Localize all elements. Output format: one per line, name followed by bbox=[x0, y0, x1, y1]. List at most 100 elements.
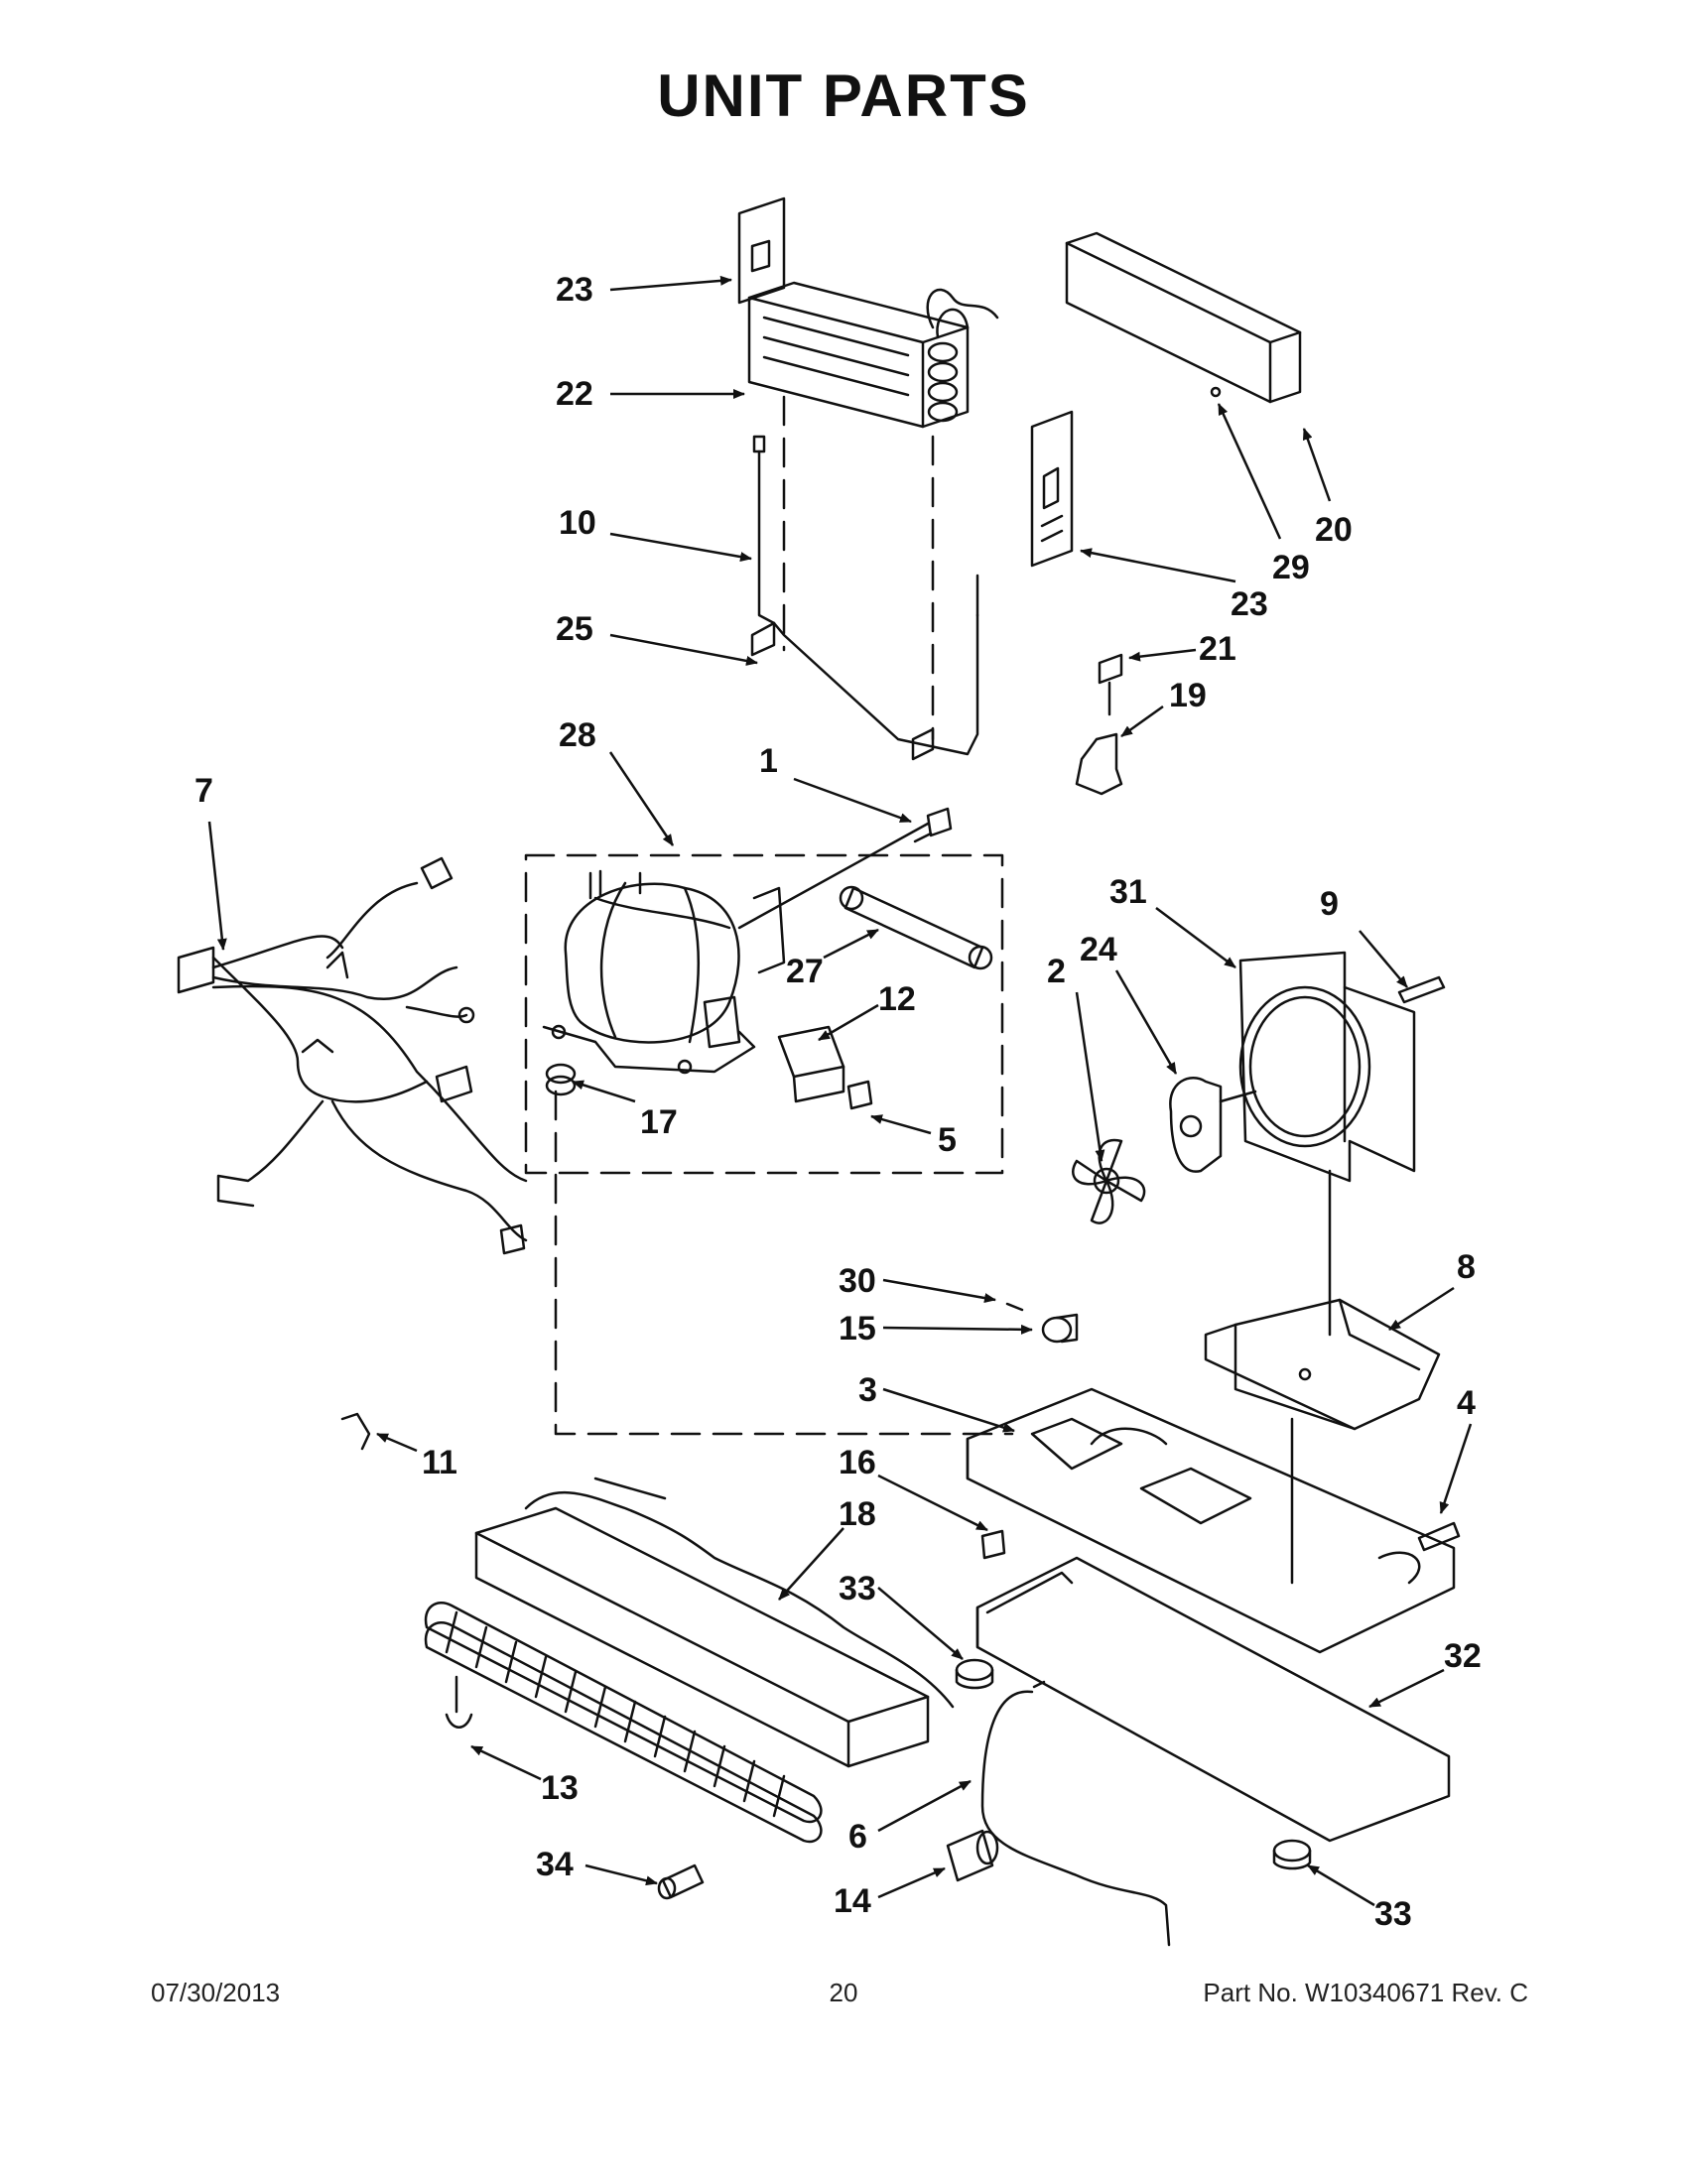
leader-arrow bbox=[778, 1527, 844, 1601]
foot-part bbox=[955, 1658, 994, 1690]
screw-part bbox=[1417, 1521, 1461, 1552]
callout-27: 27 bbox=[786, 953, 824, 990]
drier-part bbox=[839, 885, 993, 970]
fan-motor-part bbox=[1169, 1077, 1257, 1173]
leader-arrow bbox=[207, 821, 227, 951]
callout-7: 7 bbox=[195, 772, 213, 810]
leader-arrow bbox=[877, 1866, 946, 1899]
callout-23: 23 bbox=[556, 271, 593, 309]
base-bracket-part bbox=[1204, 1298, 1441, 1431]
leader-arrow bbox=[877, 1474, 988, 1532]
callout-3: 3 bbox=[858, 1371, 877, 1409]
callout-20: 20 bbox=[1315, 511, 1353, 549]
leader-arrow bbox=[470, 1744, 542, 1781]
callout-4: 4 bbox=[1457, 1384, 1476, 1422]
connector-part bbox=[1005, 1302, 1024, 1312]
leader-arrow bbox=[1120, 705, 1164, 738]
leader-arrow bbox=[1128, 648, 1197, 662]
drain-tube-part bbox=[1041, 1313, 1079, 1344]
leader-arrow bbox=[1217, 403, 1282, 540]
leader-arrow bbox=[823, 928, 879, 960]
callout-1: 1 bbox=[759, 742, 778, 780]
leader-arrow bbox=[1368, 1668, 1445, 1709]
relation-line bbox=[737, 822, 930, 930]
footer-part-number: Part No. W10340671 Rev. C bbox=[1203, 1978, 1528, 2007]
fan-cover-part bbox=[1065, 231, 1302, 404]
callout-29: 29 bbox=[1272, 549, 1310, 586]
callout-22: 22 bbox=[556, 375, 593, 413]
evaporator-part bbox=[737, 196, 999, 429]
compressor-part bbox=[542, 869, 786, 1075]
callout-17: 17 bbox=[640, 1103, 678, 1141]
leader-arrow bbox=[793, 777, 912, 824]
clip-part bbox=[445, 1675, 473, 1729]
dashed-relation-line bbox=[554, 1090, 1014, 1436]
footer-page-number: 20 bbox=[829, 1978, 858, 2007]
callout-23-right: 23 bbox=[1231, 585, 1268, 623]
callout-9: 9 bbox=[1320, 885, 1339, 923]
leader-arrow bbox=[1155, 907, 1236, 968]
callout-13: 13 bbox=[541, 1769, 579, 1807]
screw-part bbox=[980, 1529, 1006, 1560]
screw-part bbox=[1397, 975, 1446, 1004]
leader-arrow bbox=[877, 1587, 964, 1660]
callout-18: 18 bbox=[839, 1495, 876, 1533]
wire-harness-part bbox=[177, 856, 528, 1255]
grommet-part bbox=[545, 1063, 577, 1096]
leader-arrow bbox=[1359, 930, 1408, 988]
leader-arrow bbox=[584, 1863, 658, 1886]
partition-part bbox=[975, 1556, 1451, 1843]
fitting-part bbox=[657, 1863, 705, 1900]
leader-arrow bbox=[1388, 1286, 1455, 1332]
callout-30: 30 bbox=[839, 1262, 876, 1300]
callout-19: 19 bbox=[1169, 677, 1207, 714]
leader-arrow bbox=[572, 1080, 636, 1103]
leader-arrow bbox=[882, 1387, 1015, 1433]
callout-15: 15 bbox=[839, 1310, 876, 1348]
leader-arrow bbox=[609, 532, 752, 563]
leader-arrow bbox=[882, 1324, 1033, 1335]
screw-part bbox=[1098, 653, 1123, 716]
leader-arrow bbox=[376, 1432, 418, 1453]
leader-arrow bbox=[818, 1003, 879, 1042]
condenser-part bbox=[424, 1477, 955, 1844]
base-plate-part bbox=[966, 1387, 1456, 1654]
leader-arrow bbox=[608, 751, 675, 846]
drain-tube-part bbox=[980, 1680, 1171, 1947]
fan-blade-part bbox=[1072, 1138, 1146, 1224]
leader-arrow bbox=[877, 1779, 972, 1833]
plug-part bbox=[946, 1829, 999, 1882]
footer-date: 07/30/2013 bbox=[151, 1978, 281, 2007]
clip-part bbox=[340, 1412, 371, 1451]
callout-16: 16 bbox=[839, 1444, 876, 1481]
callout-33-bottom: 33 bbox=[1374, 1895, 1412, 1933]
leader-arrow bbox=[1075, 991, 1105, 1162]
leader-arrow bbox=[1307, 1863, 1375, 1907]
defrost-heater-part bbox=[750, 435, 979, 761]
callout-10: 10 bbox=[559, 504, 596, 542]
leader-arrow bbox=[1114, 969, 1178, 1075]
callout-8: 8 bbox=[1457, 1248, 1476, 1286]
callout-32: 32 bbox=[1444, 1637, 1482, 1675]
callout-2: 2 bbox=[1047, 953, 1066, 990]
leader-arrow bbox=[1439, 1423, 1473, 1514]
relay-part bbox=[777, 1025, 873, 1110]
callout-21: 21 bbox=[1199, 630, 1236, 668]
callout-28: 28 bbox=[559, 716, 596, 754]
callout-5: 5 bbox=[938, 1121, 957, 1159]
leader-arrow bbox=[870, 1114, 932, 1135]
callout-12: 12 bbox=[878, 980, 916, 1018]
fan-shroud-part bbox=[1238, 951, 1416, 1183]
callout-33-top: 33 bbox=[839, 1570, 876, 1607]
screw-part bbox=[913, 807, 953, 843]
leader-arrow bbox=[1302, 428, 1332, 502]
callout-11: 11 bbox=[422, 1444, 457, 1481]
callout-14: 14 bbox=[834, 1882, 871, 1920]
callout-24: 24 bbox=[1080, 931, 1117, 968]
page-title: UNIT PARTS bbox=[657, 63, 1030, 129]
compressor-assembly-box bbox=[524, 853, 1004, 1175]
leader-arrow bbox=[609, 275, 732, 292]
foot-part bbox=[1272, 1839, 1312, 1870]
leader-arrow bbox=[882, 1278, 996, 1304]
